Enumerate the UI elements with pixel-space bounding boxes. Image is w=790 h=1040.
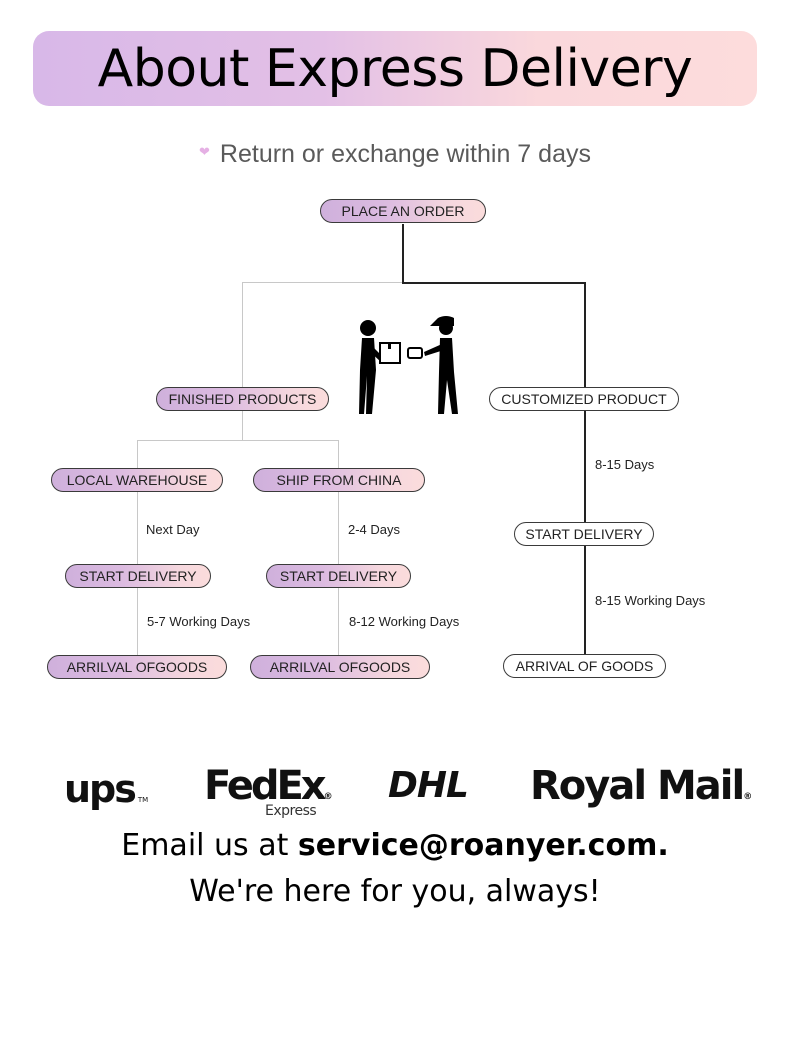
- local-warehouse-node: LOCAL WAREHOUSE: [51, 468, 223, 492]
- fedex-logo: FedEx®: [204, 763, 333, 809]
- title-banner: About Express Delivery: [33, 31, 757, 106]
- courier-head: [439, 321, 453, 335]
- custom-arrival-node: ARRIVAL OF GOODS: [503, 654, 666, 678]
- page-title: About Express Delivery: [97, 38, 693, 99]
- email-address[interactable]: service@roanyer.com.: [297, 828, 669, 863]
- delivery-handover-icon: [359, 316, 458, 414]
- connector: [137, 440, 339, 441]
- registered-mark: ®: [743, 792, 753, 802]
- connector: [242, 411, 243, 440]
- person-head: [360, 320, 376, 336]
- custom-step2-time: 8-15 Working Days: [595, 593, 706, 608]
- connector: [137, 440, 138, 468]
- custom-start-delivery-node: START DELIVERY: [514, 522, 654, 546]
- finished-products-node: FINISHED PRODUCTS: [156, 387, 329, 411]
- china-start-delivery-node: START DELIVERY: [266, 564, 411, 588]
- china-step2-time: 8-12 Working Days: [349, 614, 460, 629]
- local-step2-time: 5-7 Working Days: [147, 614, 251, 629]
- heart-icon: ❤: [199, 144, 210, 160]
- royal-mail-logo: Royal Mail®: [530, 763, 753, 809]
- courier-body: [438, 338, 458, 414]
- contact-tagline: We're here for you, always!: [189, 874, 601, 909]
- customized-product-node: CUSTOMIZED PRODUCT: [489, 387, 679, 411]
- connector: [242, 282, 243, 388]
- local-start-delivery-node: START DELIVERY: [65, 564, 211, 588]
- custom-step1-time: 8-15 Days: [595, 457, 655, 472]
- china-arrival-node: ARRILVAL OFGOODS: [250, 655, 430, 679]
- registered-mark: ®: [323, 792, 333, 802]
- ship-from-china-node: SHIP FROM CHINA: [253, 468, 425, 492]
- connector: [402, 282, 585, 284]
- local-arrival-node: ARRILVAL OFGOODS: [47, 655, 227, 679]
- place-order-node: PLACE AN ORDER: [320, 199, 486, 223]
- connector: [584, 282, 586, 388]
- return-policy: ❤ Return or exchange within 7 days: [0, 140, 790, 169]
- courier-arm: [424, 344, 444, 356]
- return-policy-text: Return or exchange within 7 days: [219, 140, 591, 168]
- person-body: [359, 338, 376, 414]
- connector: [402, 224, 404, 282]
- fedex-express-label: Express: [265, 803, 317, 819]
- connector: [242, 282, 403, 283]
- local-step1-time: Next Day: [146, 522, 200, 537]
- clipboard-icon: [407, 347, 423, 359]
- dhl-logo: DHL: [388, 765, 469, 806]
- china-step1-time: 2-4 Days: [348, 522, 401, 537]
- contact-email-line: Email us at service@roanyer.com.: [121, 828, 669, 863]
- connector: [338, 440, 339, 468]
